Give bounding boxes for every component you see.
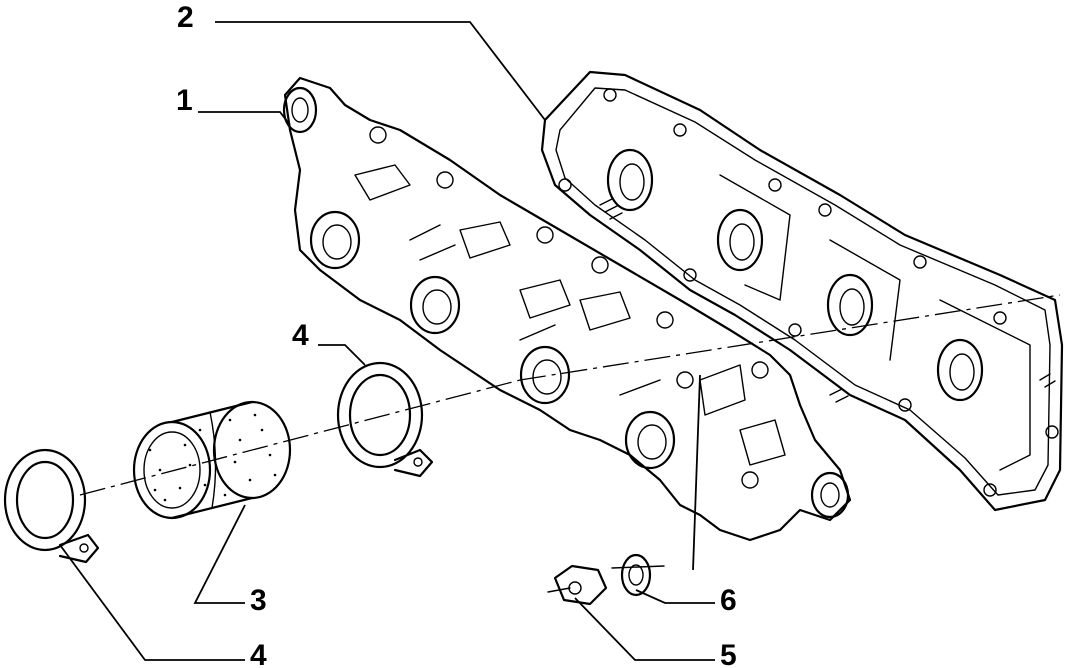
callout-3: 3: [250, 584, 267, 617]
manifold-gasket: [540, 70, 1064, 512]
washer: [611, 553, 665, 597]
callout-labels: 1 2 3 4 4 5 6: [176, 1, 737, 668]
callout-1: 1: [176, 84, 193, 117]
hose-clamp-upper: [336, 361, 434, 478]
intake-manifold: [282, 76, 852, 542]
callout-4-lower: 4: [250, 639, 267, 668]
callout-4-upper: 4: [292, 319, 309, 352]
callout-6: 6: [720, 584, 737, 617]
callout-2: 2: [177, 1, 194, 34]
hose-clamp-lower: [3, 448, 100, 564]
callout-5: 5: [720, 639, 737, 668]
connecting-sleeve: [132, 400, 292, 520]
leader-lines: [59, 21, 715, 661]
assembly-axis-lines: [79, 294, 1061, 496]
nut: [547, 564, 608, 606]
